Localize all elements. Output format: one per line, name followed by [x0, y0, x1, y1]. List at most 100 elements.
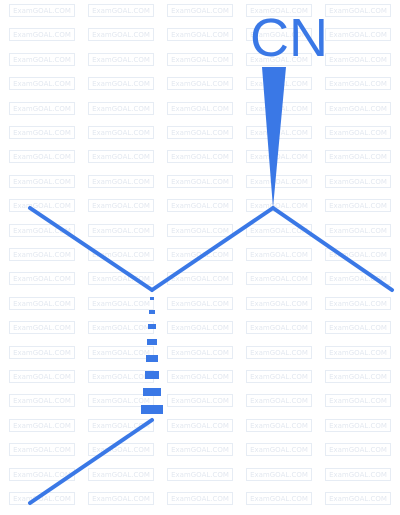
watermark-tile: ExamGOAL.COM	[9, 174, 75, 188]
watermark-tile: ExamGOAL.COM	[9, 52, 75, 66]
watermark-tile: ExamGOAL.COM	[167, 223, 233, 237]
watermark-tile: ExamGOAL.COM	[167, 321, 233, 335]
watermark-tile: ExamGOAL.COM	[325, 52, 391, 66]
watermark-tile: ExamGOAL.COM	[88, 77, 154, 91]
watermark-tile: ExamGOAL.COM	[88, 150, 154, 164]
watermark-tile: ExamGOAL.COM	[88, 223, 154, 237]
watermark-tile: ExamGOAL.COM	[167, 4, 233, 17]
wedge-bond	[262, 67, 286, 208]
watermark-tile: ExamGOAL.COM	[325, 101, 391, 115]
watermark-tile: ExamGOAL.COM	[246, 52, 312, 66]
watermark-tile: ExamGOAL.COM	[325, 174, 391, 188]
watermark-tile: ExamGOAL.COM	[9, 4, 75, 17]
watermark-tile: ExamGOAL.COM	[88, 443, 154, 457]
watermark-tile: ExamGOAL.COM	[88, 199, 154, 213]
watermark-tile: ExamGOAL.COM	[325, 28, 391, 42]
watermark-tile: ExamGOAL.COM	[325, 321, 391, 335]
bond-c3-c4	[271, 206, 394, 292]
watermark-tile: ExamGOAL.COM	[167, 492, 233, 505]
watermark-tile: ExamGOAL.COM	[167, 443, 233, 457]
watermark-tile: ExamGOAL.COM	[167, 126, 233, 139]
watermark-tile: ExamGOAL.COM	[325, 418, 391, 432]
watermark-tile: ExamGOAL.COM	[167, 28, 233, 42]
bond-c2-c3	[150, 206, 275, 292]
watermark-tile: ExamGOAL.COM	[9, 296, 75, 310]
watermark-tile: ExamGOAL.COM	[325, 370, 391, 383]
watermark-tile: ExamGOAL.COM	[325, 492, 391, 505]
watermark-tile: ExamGOAL.COM	[167, 345, 233, 359]
watermark-tile: ExamGOAL.COM	[88, 394, 154, 408]
watermark-tile: ExamGOAL.COM	[88, 345, 154, 359]
watermark-tile: ExamGOAL.COM	[325, 272, 391, 286]
watermark-tile: ExamGOAL.COM	[167, 174, 233, 188]
watermark-tile: ExamGOAL.COM	[246, 28, 312, 42]
watermark-tile: ExamGOAL.COM	[325, 199, 391, 213]
watermark-tile: ExamGOAL.COM	[88, 28, 154, 42]
watermark-tile: ExamGOAL.COM	[325, 345, 391, 359]
watermark-tile: ExamGOAL.COM	[9, 28, 75, 42]
hashed-wedge-bond	[141, 297, 163, 414]
watermark-tile: ExamGOAL.COM	[167, 248, 233, 261]
watermark-tile: ExamGOAL.COM	[167, 52, 233, 66]
watermark-tile: ExamGOAL.COM	[167, 150, 233, 164]
watermark-tile: ExamGOAL.COM	[246, 394, 312, 408]
watermark-tile: ExamGOAL.COM	[9, 370, 75, 383]
watermark-tile: ExamGOAL.COM	[246, 248, 312, 261]
watermark-tile: ExamGOAL.COM	[325, 126, 391, 139]
watermark-tile: ExamGOAL.COM	[246, 174, 312, 188]
watermark-tile: ExamGOAL.COM	[88, 126, 154, 139]
watermark-tile: ExamGOAL.COM	[88, 296, 154, 310]
watermark-tile: ExamGOAL.COM	[88, 174, 154, 188]
watermark-tile: ExamGOAL.COM	[325, 296, 391, 310]
watermark-tile: ExamGOAL.COM	[9, 321, 75, 335]
watermark-tile: ExamGOAL.COM	[325, 223, 391, 237]
watermark-tile: ExamGOAL.COM	[167, 77, 233, 91]
watermark-tile: ExamGOAL.COM	[167, 394, 233, 408]
watermark-tile: ExamGOAL.COM	[246, 321, 312, 335]
watermark-tile: ExamGOAL.COM	[88, 418, 154, 432]
watermark-tile: ExamGOAL.COM	[325, 394, 391, 408]
watermark-tile: ExamGOAL.COM	[325, 467, 391, 481]
watermark-tile: ExamGOAL.COM	[246, 223, 312, 237]
watermark-tile: ExamGOAL.COM	[325, 4, 391, 17]
watermark-tile: ExamGOAL.COM	[246, 418, 312, 432]
watermark-tile: ExamGOAL.COM	[325, 248, 391, 261]
cn-label: CN	[250, 8, 328, 68]
bond-c1-c2	[28, 206, 154, 292]
watermark-tile: ExamGOAL.COM	[88, 272, 154, 286]
watermark-tile: ExamGOAL.COM	[9, 248, 75, 261]
watermark-tile: ExamGOAL.COM	[88, 248, 154, 261]
bond-c5-c6	[28, 418, 154, 505]
watermark-tile: ExamGOAL.COM	[88, 467, 154, 481]
watermark-tile: ExamGOAL.COM	[9, 223, 75, 237]
watermark-tile: ExamGOAL.COM	[246, 296, 312, 310]
watermark-tile: ExamGOAL.COM	[325, 150, 391, 164]
watermark-tile: ExamGOAL.COM	[88, 492, 154, 505]
watermark-tile: ExamGOAL.COM	[167, 418, 233, 432]
watermark-tile: ExamGOAL.COM	[88, 101, 154, 115]
watermark-tile: ExamGOAL.COM	[246, 443, 312, 457]
watermark-tile: ExamGOAL.COM	[88, 4, 154, 17]
watermark-tile: ExamGOAL.COM	[325, 77, 391, 91]
watermark-tile: ExamGOAL.COM	[9, 418, 75, 432]
watermark-tile: ExamGOAL.COM	[167, 370, 233, 383]
watermark-tile: ExamGOAL.COM	[167, 296, 233, 310]
watermark-tile: ExamGOAL.COM	[246, 150, 312, 164]
watermark-tile: ExamGOAL.COM	[9, 443, 75, 457]
watermark-tile: ExamGOAL.COM	[9, 150, 75, 164]
watermark-tile: ExamGOAL.COM	[9, 394, 75, 408]
watermark-tile: ExamGOAL.COM	[246, 370, 312, 383]
watermark-tile: ExamGOAL.COM	[167, 467, 233, 481]
watermark-tile: ExamGOAL.COM	[246, 467, 312, 481]
watermark-tile: ExamGOAL.COM	[9, 199, 75, 213]
watermark-tile: ExamGOAL.COM	[9, 77, 75, 91]
watermark-tile: ExamGOAL.COM	[167, 101, 233, 115]
watermark-tile: ExamGOAL.COM	[9, 126, 75, 139]
watermark-tile: ExamGOAL.COM	[325, 443, 391, 457]
watermark-tile: ExamGOAL.COM	[9, 272, 75, 286]
watermark-tile: ExamGOAL.COM	[167, 199, 233, 213]
watermark-tile: ExamGOAL.COM	[246, 345, 312, 359]
watermark-tile: ExamGOAL.COM	[88, 52, 154, 66]
